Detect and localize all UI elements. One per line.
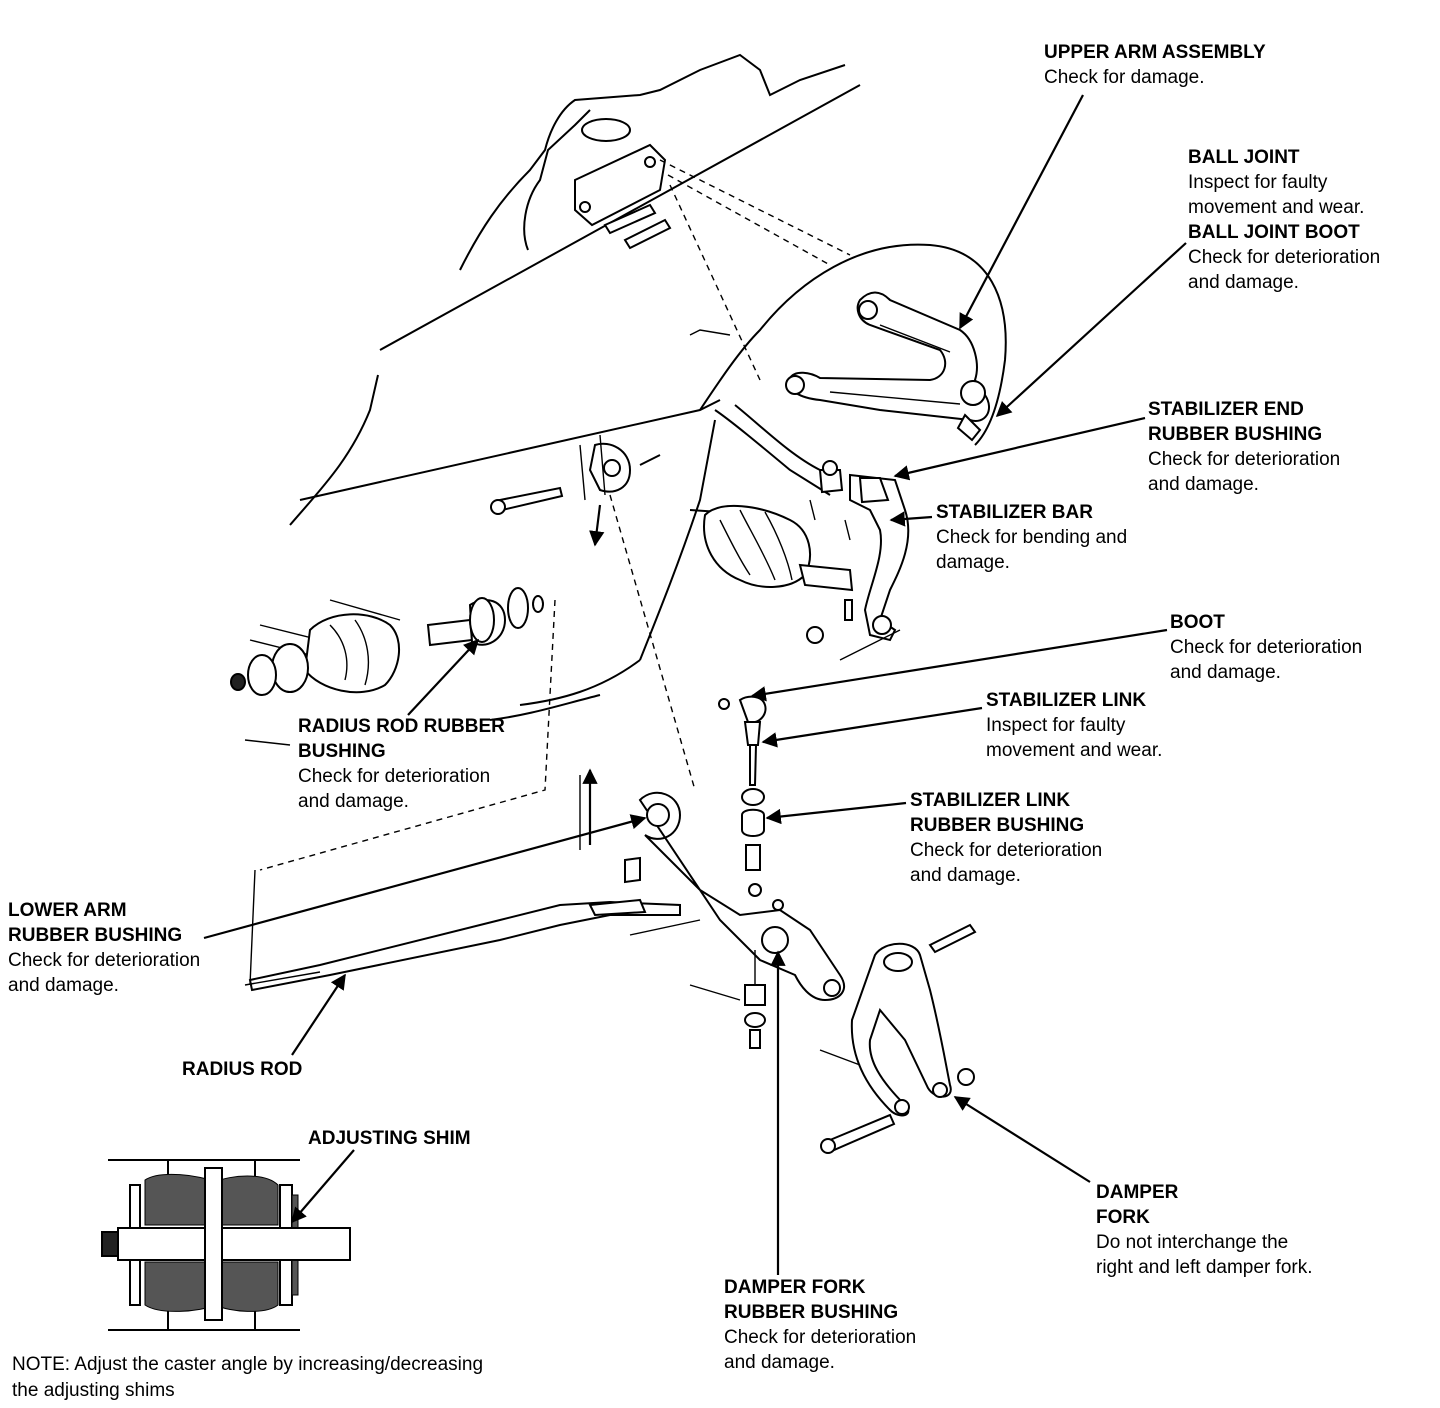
callout-title: RADIUS ROD RUBBER: [298, 716, 505, 737]
callout-desc: and damage.: [1148, 474, 1259, 495]
callout-title: RUBBER BUSHING: [724, 1302, 899, 1323]
vehicle-body-outline: [289, 53, 1007, 721]
callout-damper-fork-rubber-bushing: DAMPER FORK RUBBER BUSHING Check for det…: [724, 1275, 916, 1375]
callout-title: STABILIZER BAR: [936, 502, 1093, 523]
callout-stabilizer-bar: STABILIZER BAR Check for bending and dam…: [936, 500, 1127, 575]
callout-desc: Do not interchange the: [1096, 1232, 1289, 1253]
callout-desc: and damage.: [724, 1352, 835, 1373]
callout-title: FORK: [1096, 1207, 1150, 1228]
callout-ball-joint: BALL JOINT Inspect for faulty movement a…: [1188, 145, 1364, 220]
callout-desc: Check for damage.: [1044, 67, 1205, 88]
callout-title: BUSHING: [298, 741, 386, 762]
callout-title: STABILIZER LINK: [910, 790, 1071, 811]
radius-rod-bushing-assembly: [230, 587, 556, 871]
callout-desc: and damage.: [910, 865, 1021, 886]
caster-adjustment-note: NOTE: Adjust the caster angle by increas…: [12, 1352, 483, 1404]
callout-title: STABILIZER END: [1148, 399, 1304, 420]
note-line: NOTE: Adjust the caster angle by increas…: [12, 1354, 484, 1375]
damper-fork: [819, 923, 977, 1154]
callout-ball-joint-boot: BALL JOINT BOOT Check for deterioration …: [1188, 220, 1380, 295]
callout-title: LOWER ARM: [8, 900, 127, 921]
callout-desc: and damage.: [1170, 662, 1281, 683]
callout-title: DAMPER FORK: [724, 1277, 866, 1298]
callout-radius-rod-rubber-bushing: RADIUS ROD RUBBER BUSHING Check for dete…: [298, 714, 505, 814]
callout-upper-arm-assembly: UPPER ARM ASSEMBLY Check for damage.: [1044, 40, 1266, 90]
callout-title: BALL JOINT: [1188, 147, 1300, 168]
callout-desc: damage.: [936, 552, 1010, 573]
callout-title: DAMPER: [1096, 1182, 1179, 1203]
callout-desc: Check for deterioration: [1170, 637, 1363, 658]
callout-desc: and damage.: [1188, 272, 1299, 293]
callout-boot: BOOT Check for deterioration and damage.: [1170, 610, 1362, 685]
callout-radius-rod: RADIUS ROD: [182, 1057, 302, 1082]
callout-desc: Inspect for faulty: [986, 715, 1126, 736]
callout-desc: Check for deterioration: [910, 840, 1103, 861]
note-line: the adjusting shims: [12, 1380, 175, 1401]
callout-damper-fork: DAMPER FORK Do not interchange the right…: [1096, 1180, 1313, 1280]
callout-stabilizer-link: STABILIZER LINK Inspect for faulty movem…: [986, 688, 1162, 763]
callout-desc: and damage.: [298, 791, 409, 812]
drive-shaft-boot: [689, 504, 854, 592]
callout-stabilizer-end-rubber-bushing: STABILIZER END RUBBER BUSHING Check for …: [1148, 397, 1340, 497]
callout-desc: Check for deterioration: [8, 950, 201, 971]
callout-lower-arm-rubber-bushing: LOWER ARM RUBBER BUSHING Check for deter…: [8, 898, 200, 998]
stabilizer-link-parts: [718, 695, 767, 1049]
adjusting-shim-cross-section: [101, 1159, 351, 1331]
callout-title: UPPER ARM ASSEMBLY: [1044, 42, 1266, 63]
callout-title: RUBBER BUSHING: [8, 925, 183, 946]
callout-leaders: [203, 94, 1187, 1275]
upper-arm-assembly: [785, 291, 990, 442]
upper-mount-bracket: [574, 143, 851, 381]
callout-desc: Inspect for faulty: [1188, 172, 1328, 193]
callout-desc: Check for bending and: [936, 527, 1128, 548]
callout-title: RADIUS ROD: [182, 1059, 303, 1080]
radius-rod-mount-bracket: [490, 434, 696, 791]
callout-title: RUBBER BUSHING: [1148, 424, 1323, 445]
callout-desc: movement and wear.: [986, 740, 1163, 761]
callout-desc: movement and wear.: [1188, 197, 1365, 218]
callout-stabilizer-link-rubber-bushing: STABILIZER LINK RUBBER BUSHING Check for…: [910, 788, 1102, 888]
callout-desc: Check for deterioration: [298, 766, 491, 787]
callout-title: BOOT: [1170, 612, 1225, 633]
callout-desc: right and left damper fork.: [1096, 1257, 1313, 1278]
callout-title: ADJUSTING SHIM: [308, 1128, 471, 1149]
callout-title: BALL JOINT BOOT: [1188, 222, 1360, 243]
callout-adjusting-shim: ADJUSTING SHIM: [308, 1126, 471, 1151]
callout-title: RUBBER BUSHING: [910, 815, 1085, 836]
callout-desc: Check for deterioration: [1148, 449, 1341, 470]
callout-desc: and damage.: [8, 975, 119, 996]
lower-arm-and-radius-rod: [244, 768, 845, 1002]
callout-title: STABILIZER LINK: [986, 690, 1147, 711]
callout-desc: Check for deterioration: [1188, 247, 1381, 268]
callout-desc: Check for deterioration: [724, 1327, 917, 1348]
